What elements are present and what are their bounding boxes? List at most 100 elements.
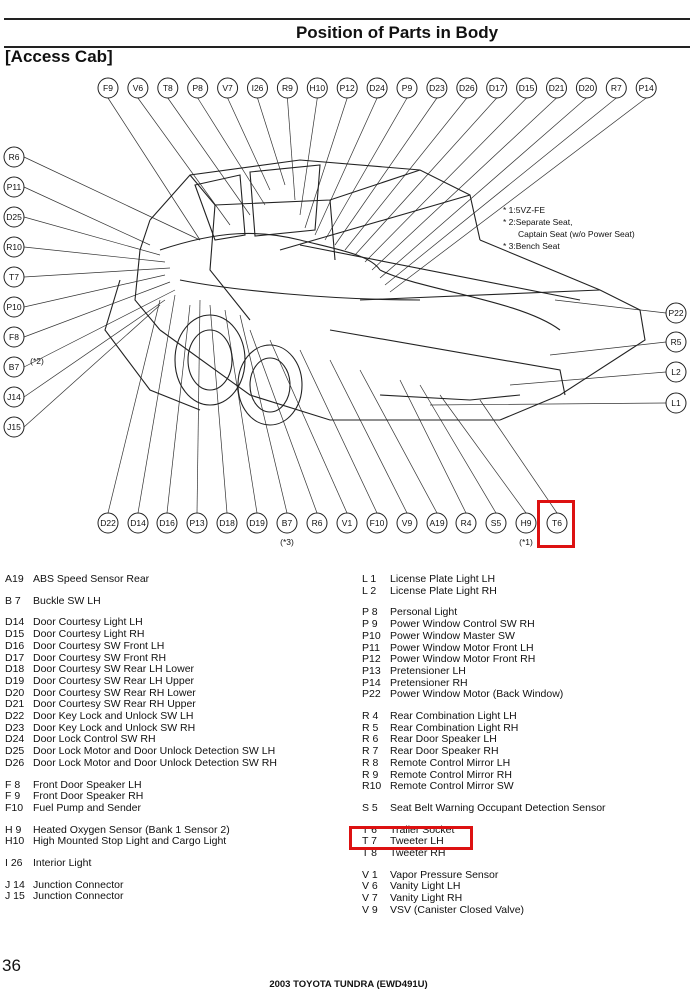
leader-line: [287, 97, 296, 201]
connector-t7: T7: [3, 266, 25, 288]
part-row: F10 Fuel Pump and Sender: [5, 801, 277, 815]
leader-line: [107, 299, 161, 514]
connector-b7: B7(*2): [3, 356, 44, 378]
leader-line: [334, 97, 438, 246]
connector-circle: [635, 77, 657, 99]
connector-label: T7: [9, 272, 19, 282]
connector-label: P11: [7, 182, 22, 192]
connector-circle: [515, 512, 537, 534]
part-code: D16: [5, 639, 25, 652]
connector-label: D25: [6, 212, 22, 222]
leader-line: [166, 304, 191, 514]
part-name: Remote Control Mirror LH: [390, 756, 511, 769]
note-line: * 1:5VZ-FE: [503, 205, 545, 215]
part-code: D21: [5, 698, 25, 711]
connector-circle: [3, 176, 25, 198]
connector-label: S5: [491, 518, 502, 528]
leader-line: [364, 97, 527, 263]
connector-v6: V6: [127, 77, 149, 99]
connector-l1: L1: [665, 392, 687, 414]
connector-label: D16: [159, 518, 175, 528]
note-line: * 2:Separate Seat,: [503, 217, 572, 227]
connector-circle: [246, 512, 268, 534]
connector-f10: F10: [366, 512, 388, 534]
connector-r4: R4: [455, 512, 477, 534]
connector-p8: P8: [187, 77, 209, 99]
connector-circle: [127, 77, 149, 99]
connector-circle: [217, 77, 239, 99]
connector-d22: D22: [97, 512, 119, 534]
part-code: P 9: [362, 618, 378, 631]
connector-label: A19: [429, 518, 444, 528]
connector-d14: D14: [127, 512, 149, 534]
part-name: Fuel Pump and Sender: [33, 801, 141, 814]
leader-line: [554, 299, 667, 314]
part-code: V 1: [362, 868, 378, 881]
leader-line: [399, 379, 467, 514]
connector-d20: D20: [575, 77, 597, 99]
connector-circle: [665, 392, 687, 414]
connector-d18: D18: [216, 512, 238, 534]
leader-line: [389, 97, 647, 293]
part-row: D16 Door Courtesy SW Front LH: [5, 639, 277, 653]
leader-line: [23, 299, 166, 398]
leader-line: [209, 304, 228, 514]
part-name: Interior Light: [33, 857, 92, 870]
connector-p12: P12: [336, 77, 358, 99]
connector-circle: [3, 296, 25, 318]
leader-line: [23, 267, 171, 278]
connector-d15: D15: [516, 77, 538, 99]
leader-line: [196, 299, 201, 514]
connector-circle: [396, 512, 418, 534]
part-code: F 8: [5, 778, 21, 791]
connector-circle: [665, 361, 687, 383]
connector-f8: F8: [3, 326, 25, 348]
part-code: A19: [5, 573, 24, 585]
leader-line: [479, 399, 558, 514]
leader-line: [107, 97, 201, 241]
connector-r5: R5: [665, 331, 687, 353]
part-code: V 7: [362, 892, 378, 905]
connector-label: B7: [282, 518, 293, 528]
footer: 2003 TOYOTA TUNDRA (EWD491U): [269, 979, 428, 990]
part-code: F10: [5, 801, 24, 814]
leader-lines: [23, 97, 667, 514]
leader-line: [23, 216, 161, 256]
connector-circle: [396, 77, 418, 99]
part-code: R 9: [362, 768, 379, 781]
connector-circle: [366, 512, 388, 534]
part-code: D22: [5, 710, 25, 723]
connector-d17: D17: [486, 77, 508, 99]
part-name: Door Lock Control SW RH: [33, 733, 156, 746]
part-name: Power Window Master SW: [390, 629, 515, 642]
leader-line: [23, 186, 151, 246]
connector-t8: T8: [157, 77, 179, 99]
connector-circle: [456, 77, 478, 99]
leader-line: [224, 309, 258, 514]
connector-label: R6: [9, 152, 20, 162]
part-name: Junction Connector: [33, 878, 124, 891]
part-name: Door Courtesy SW Front LH: [33, 639, 165, 652]
part-code: V 9: [362, 903, 378, 916]
part-code: B 7: [5, 594, 21, 607]
part-code: P22: [362, 688, 381, 701]
connector-i26: I26: [247, 77, 268, 99]
connector-label: R5: [671, 337, 682, 347]
